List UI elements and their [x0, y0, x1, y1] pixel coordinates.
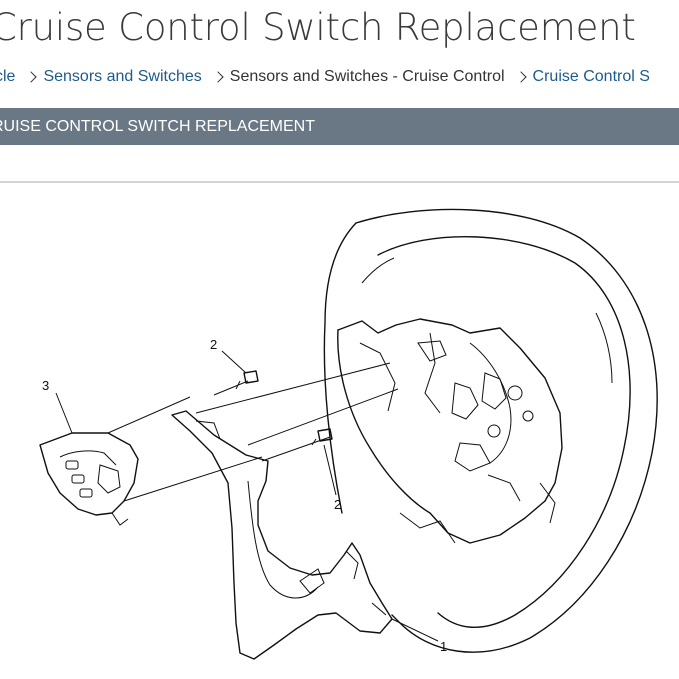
section-header: RUISE CONTROL SWITCH REPLACEMENT [0, 108, 679, 145]
divider [0, 181, 679, 183]
callout-3: 3 [42, 378, 49, 393]
bolt-lower [311, 428, 333, 446]
callout-1: 1 [440, 639, 447, 654]
breadcrumb-link-vehicle[interactable]: cle [0, 68, 16, 85]
cruise-control-switch [39, 432, 139, 526]
steering-wheel-bezel [171, 410, 393, 660]
alignment-lines [107, 362, 399, 502]
breadcrumb: cle Sensors and Switches Sensors and Swi… [0, 66, 650, 88]
callout-leaders [55, 350, 439, 642]
chevron-right-icon [514, 71, 527, 83]
steering-wheel-diagram: 3 2 2 1 [39, 208, 658, 660]
bolt-upper [235, 370, 259, 390]
callout-2-lower: 2 [334, 497, 341, 512]
breadcrumb-link-cruise-control-switch[interactable]: Cruise Control S [532, 68, 650, 85]
chevron-right-icon [212, 71, 224, 83]
chevron-right-icon [25, 71, 38, 83]
breadcrumb-item-cruise-control: Sensors and Switches - Cruise Control [229, 68, 505, 85]
section-heading: RUISE CONTROL SWITCH REPLACEMENT [0, 118, 315, 135]
callout-2-upper: 2 [210, 337, 217, 352]
steering-wheel-hub [337, 318, 563, 544]
page-title: Cruise Control Switch Replacement [0, 6, 636, 49]
breadcrumb-link-sensors-switches[interactable]: Sensors and Switches [43, 68, 202, 85]
steering-wheel-rim [323, 208, 658, 653]
